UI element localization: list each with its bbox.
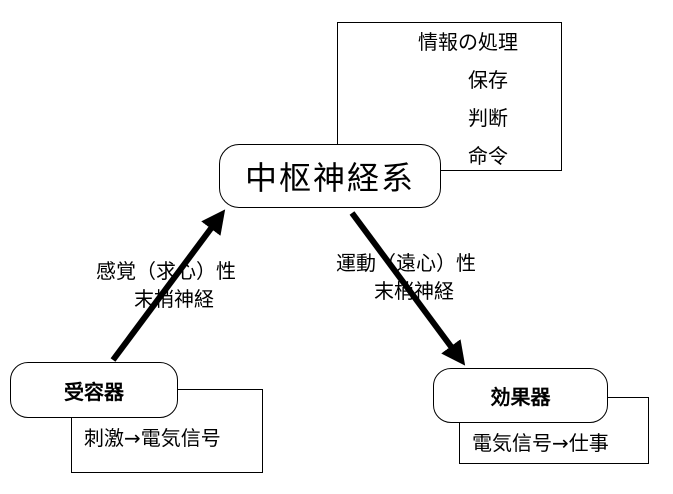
efferent-label-line2: 末梢神経 — [374, 279, 454, 303]
effector-node: 効果器 — [433, 368, 608, 423]
receptor-node: 受容器 — [10, 362, 178, 418]
processing-item-save: 保存 — [468, 68, 508, 92]
cns-node: 中枢神経系 — [219, 144, 441, 208]
processing-title: 情報の処理 — [418, 30, 518, 54]
afferent-label-line1: 感覚（求心）性 — [96, 259, 236, 283]
effector-caption: 電気信号→仕事 — [472, 431, 609, 455]
processing-item-command: 命令 — [468, 144, 508, 168]
afferent-label-line2: 末梢神経 — [134, 287, 214, 311]
afferent-arrow — [110, 209, 226, 362]
cns-label: 中枢神経系 — [244, 159, 415, 197]
receptor-caption: 刺激→電気信号 — [84, 426, 221, 450]
efferent-label-line1: 運動（遠心）性 — [336, 251, 476, 275]
processing-item-judge: 判断 — [468, 106, 508, 130]
effector-label: 効果器 — [490, 385, 551, 409]
efferent-arrow — [349, 211, 466, 366]
receptor-label: 受容器 — [64, 379, 124, 404]
